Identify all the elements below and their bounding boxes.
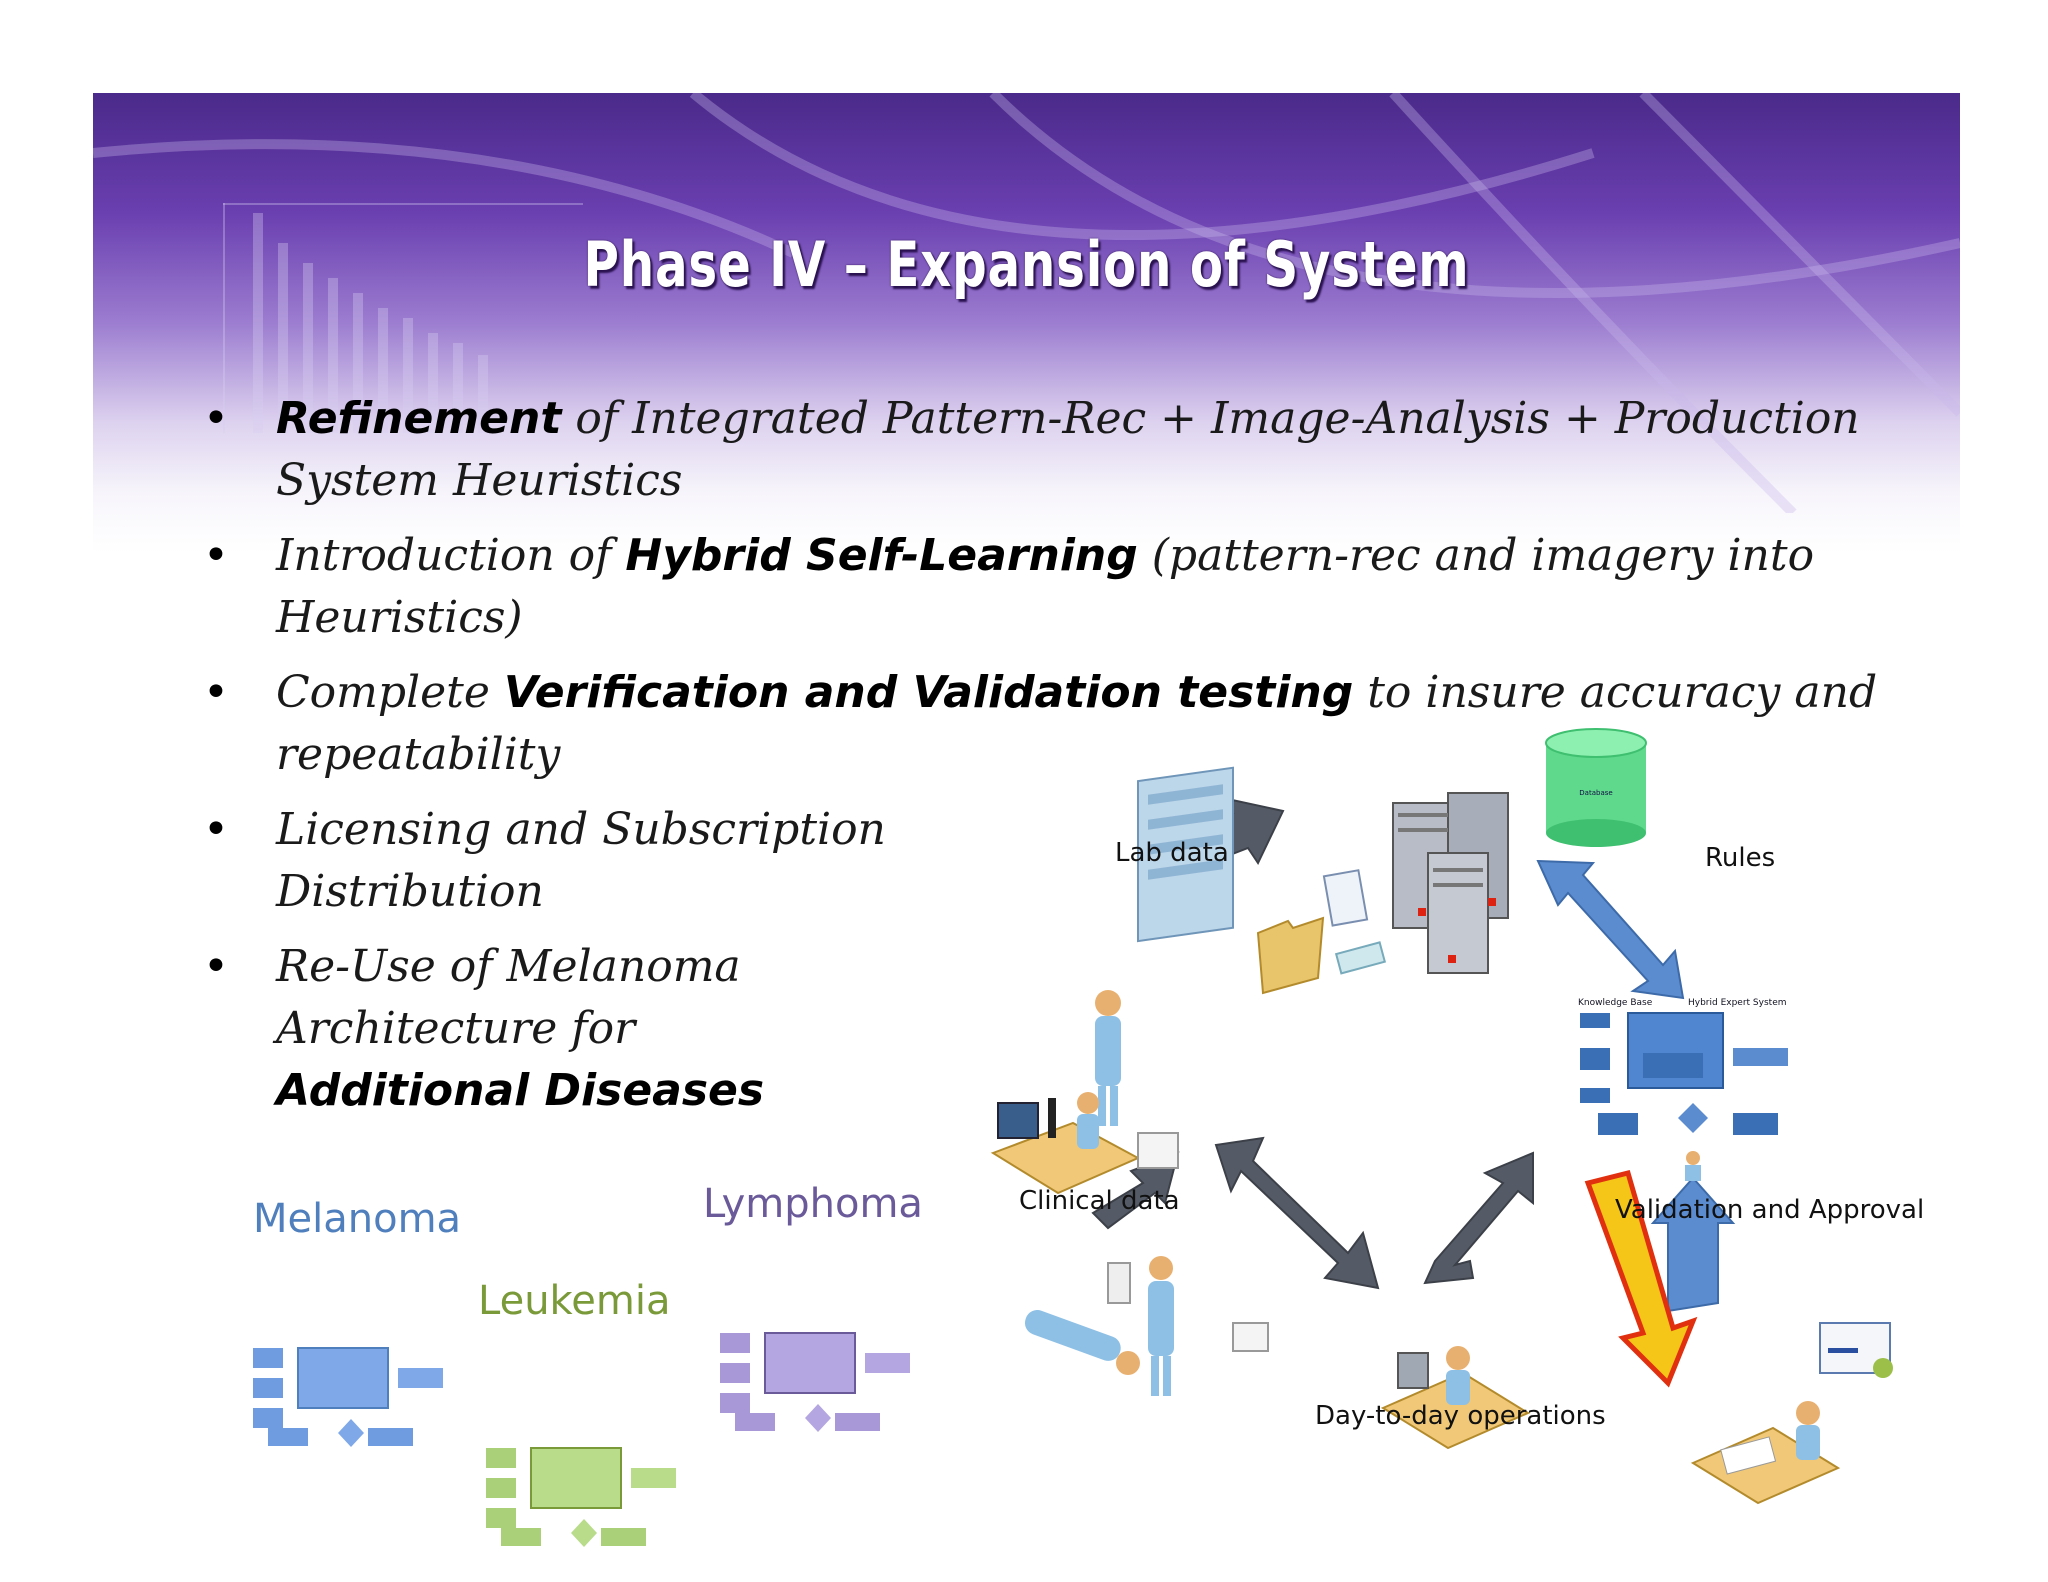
bullet-emphasis: Additional Diseases	[276, 1065, 765, 1116]
arrow-approval-up	[1650, 1176, 1736, 1313]
database-icon	[1545, 728, 1647, 847]
slide-title: Phase IV – Expansion of System	[583, 228, 1470, 301]
bullet-text: Re-Use of Melanoma	[276, 941, 741, 992]
patient-icon	[1024, 1256, 1269, 1396]
lab-technician-icon	[1095, 766, 1234, 1126]
validation-label: Validation and Approval	[1615, 1195, 1925, 1225]
bullet-text: Licensing and Subscription	[276, 804, 886, 855]
documents-icon	[1256, 869, 1387, 995]
arrow-validation	[1584, 1169, 1698, 1388]
arrow-clinical-data	[1091, 1151, 1180, 1230]
knowledge-base-label: Knowledge Base	[1578, 998, 1653, 1008]
lab-data-label: Lab data	[1115, 838, 1229, 868]
bullet-verification: Complete Verification and Validation tes…	[276, 662, 1877, 786]
bullet-marker: •	[203, 941, 229, 992]
arrow-ops-to-expert	[1423, 1151, 1534, 1285]
approval-desk-icon	[1690, 1401, 1841, 1505]
bullet-marker: •	[203, 804, 229, 855]
bullet-text: (pattern-rec and imagery into	[1137, 530, 1815, 581]
bullet-refinement: Refinement of Integrated Pattern-Rec + I…	[276, 388, 1860, 512]
bullet-line: Architecture for	[276, 998, 764, 1060]
bullet-line: Heuristics)	[276, 587, 1814, 649]
bullet-marker: •	[203, 667, 229, 718]
bullet-line: Introduction of Hybrid Self-Learning (pa…	[276, 525, 1814, 587]
hybrid-expert-label: Hybrid Expert System	[1688, 998, 1787, 1008]
bullet-text: Distribution	[276, 866, 544, 917]
bullet-text: Complete	[276, 667, 504, 718]
workflow-diagram: Database Knowledge Base Hybrid Expert Sy…	[253, 728, 1893, 1547]
bullet-text: Architecture for	[276, 1003, 636, 1054]
bullet-line: Re-Use of Melanoma	[276, 936, 764, 998]
bullet-line: Refinement of Integrated Pattern-Rec + I…	[276, 388, 1860, 450]
melanoma-thumbnail	[253, 1347, 443, 1447]
bullet-text: repeatability	[276, 729, 561, 780]
arrow-clinical-to-ops	[1214, 1136, 1380, 1290]
operator-desk-icon	[1380, 1346, 1531, 1450]
day-to-day-label: Day-to-day operations	[1315, 1401, 1606, 1431]
lymphoma-label: Lymphoma	[703, 1181, 923, 1227]
leukemia-thumbnail	[486, 1447, 676, 1547]
bullet-line: Complete Verification and Validation tes…	[276, 662, 1877, 724]
bullet-text: System Heuristics	[276, 455, 683, 506]
clinical-data-label: Clinical data	[1019, 1186, 1180, 1216]
bullet-line: Licensing and Subscription	[276, 799, 886, 861]
lymphoma-thumbnail	[720, 1332, 910, 1432]
microscope-desk-icon	[990, 1092, 1179, 1195]
hybrid-expert-system-icon	[1580, 1012, 1788, 1181]
server-cluster-icon	[1392, 792, 1509, 974]
bullet-text: to insure accuracy and	[1353, 667, 1878, 718]
bullet-emphasis: Verification and Validation testing	[503, 667, 1354, 718]
bullet-hybrid-self-learning: Introduction of Hybrid Self-Learning (pa…	[276, 525, 1814, 649]
leukemia-label: Leukemia	[478, 1278, 671, 1324]
bullet-line: System Heuristics	[276, 450, 1860, 512]
bullet-marker: •	[203, 393, 229, 444]
slide: Phase IV – Expansion of System • Refinem…	[93, 93, 1960, 1582]
bullet-marker: •	[203, 530, 229, 581]
bullet-line: Additional Diseases	[276, 1060, 764, 1122]
bullet-emphasis: Refinement	[276, 393, 562, 444]
melanoma-label: Melanoma	[253, 1196, 462, 1242]
bullet-line: repeatability	[276, 724, 1877, 786]
banner-decoration	[93, 93, 1960, 513]
bullet-text: Introduction of	[276, 530, 626, 581]
bullet-line: Distribution	[276, 861, 886, 923]
arrow-rules	[1536, 859, 1685, 1000]
bullet-text: Heuristics)	[276, 592, 523, 643]
database-label: Database	[1579, 789, 1612, 797]
rules-label: Rules	[1705, 843, 1776, 873]
bullet-emphasis: Hybrid Self-Learning	[625, 530, 1138, 581]
certificate-icon	[1819, 1322, 1893, 1378]
bullet-text: of Integrated Pattern-Rec + Image-Analys…	[561, 393, 1860, 444]
